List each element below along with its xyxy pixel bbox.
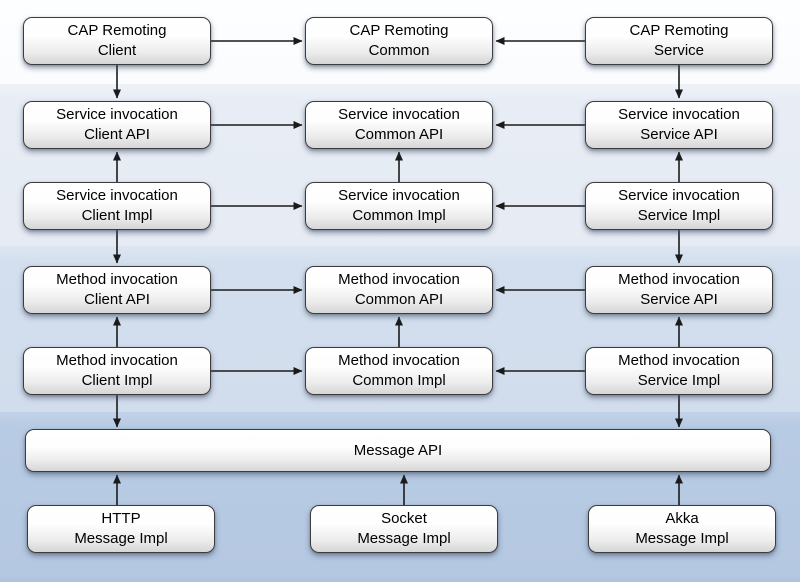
node-label: Service invocation [56,106,178,123]
node-label: Akka [665,510,699,527]
node-label: Message Impl [74,530,168,547]
node-label: Method invocation [618,271,740,288]
node-http-message-impl: HTTP Message Impl [27,505,215,553]
node-message-api: Message API [25,429,771,472]
node-method-invocation-client-api: Method invocation Client API [23,266,211,314]
node-label: Service invocation [338,106,460,123]
node-label: Service [653,42,705,59]
node-service-invocation-common-impl: Service invocation Common Impl [305,182,493,230]
node-label: Message Impl [635,530,729,547]
node-label: Common [368,42,430,59]
node-label: CAP Remoting [349,22,449,39]
node-label: Service invocation [618,106,740,123]
node-service-invocation-service-impl: Service invocation Service Impl [585,182,773,230]
node-label: Client API [84,291,150,308]
node-label: Service invocation [56,187,178,204]
node-label: Message API [353,441,443,459]
node-method-invocation-service-impl: Method invocation Service Impl [585,347,773,395]
node-service-invocation-client-api: Service invocation Client API [23,101,211,149]
node-service-invocation-common-api: Service invocation Common API [305,101,493,149]
node-label: CAP Remoting [67,22,167,39]
node-method-invocation-common-impl: Method invocation Common Impl [305,347,493,395]
node-label: CAP Remoting [629,22,729,39]
node-method-invocation-common-api: Method invocation Common API [305,266,493,314]
node-label: Client Impl [81,372,153,389]
node-service-invocation-client-impl: Service invocation Client Impl [23,182,211,230]
node-label: Method invocation [56,352,178,369]
node-label: Service invocation [338,187,460,204]
node-label: Service API [640,126,718,143]
node-label: Service API [640,291,718,308]
node-service-invocation-service-api: Service invocation Service API [585,101,773,149]
node-label: Service Impl [637,372,721,389]
node-cap-remoting-common: CAP Remoting Common [305,17,493,65]
node-label: Method invocation [618,352,740,369]
node-method-invocation-service-api: Method invocation Service API [585,266,773,314]
node-label: HTTP [101,510,141,527]
node-socket-message-impl: Socket Message Impl [310,505,498,553]
node-label: Socket [381,510,427,527]
node-label: Client Impl [81,207,153,224]
node-akka-message-impl: Akka Message Impl [588,505,776,553]
node-label: Service invocation [618,187,740,204]
node-label: Method invocation [338,352,460,369]
node-label: Common API [354,291,444,308]
node-label: Service Impl [637,207,721,224]
node-cap-remoting-client: CAP Remoting Client [23,17,211,65]
node-label: Message Impl [357,530,451,547]
node-label: Common Impl [352,372,446,389]
node-label: Method invocation [56,271,178,288]
node-label: Client API [84,126,150,143]
node-cap-remoting-service: CAP Remoting Service [585,17,773,65]
node-label: Common API [354,126,444,143]
node-label: Method invocation [338,271,460,288]
node-label: Client [97,42,137,59]
node-method-invocation-client-impl: Method invocation Client Impl [23,347,211,395]
node-label: Common Impl [352,207,446,224]
